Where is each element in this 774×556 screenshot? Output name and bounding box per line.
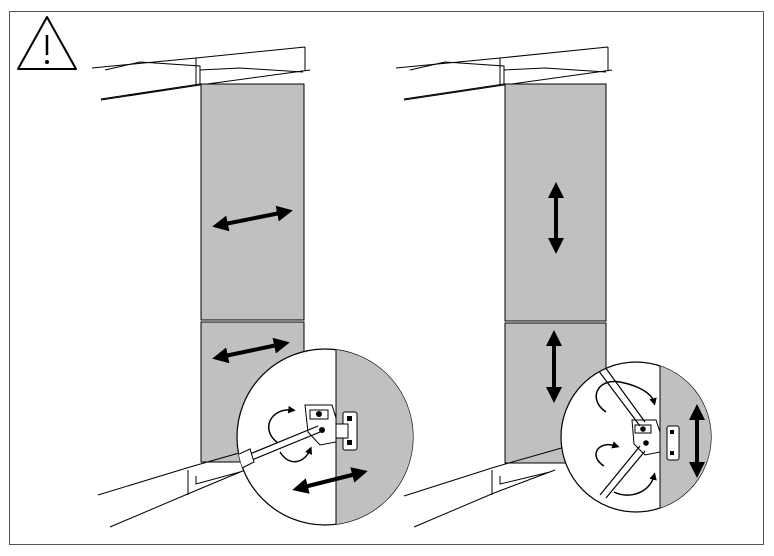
horizontal-arrow-upper xyxy=(212,205,293,232)
figure-border xyxy=(9,11,764,545)
horizontal-arrow-lower xyxy=(212,337,290,364)
right-hinge-detail xyxy=(560,361,712,513)
horizontal-arrow-detail xyxy=(292,467,368,494)
warning-triangle-icon xyxy=(17,16,77,70)
upper-door xyxy=(200,83,305,321)
